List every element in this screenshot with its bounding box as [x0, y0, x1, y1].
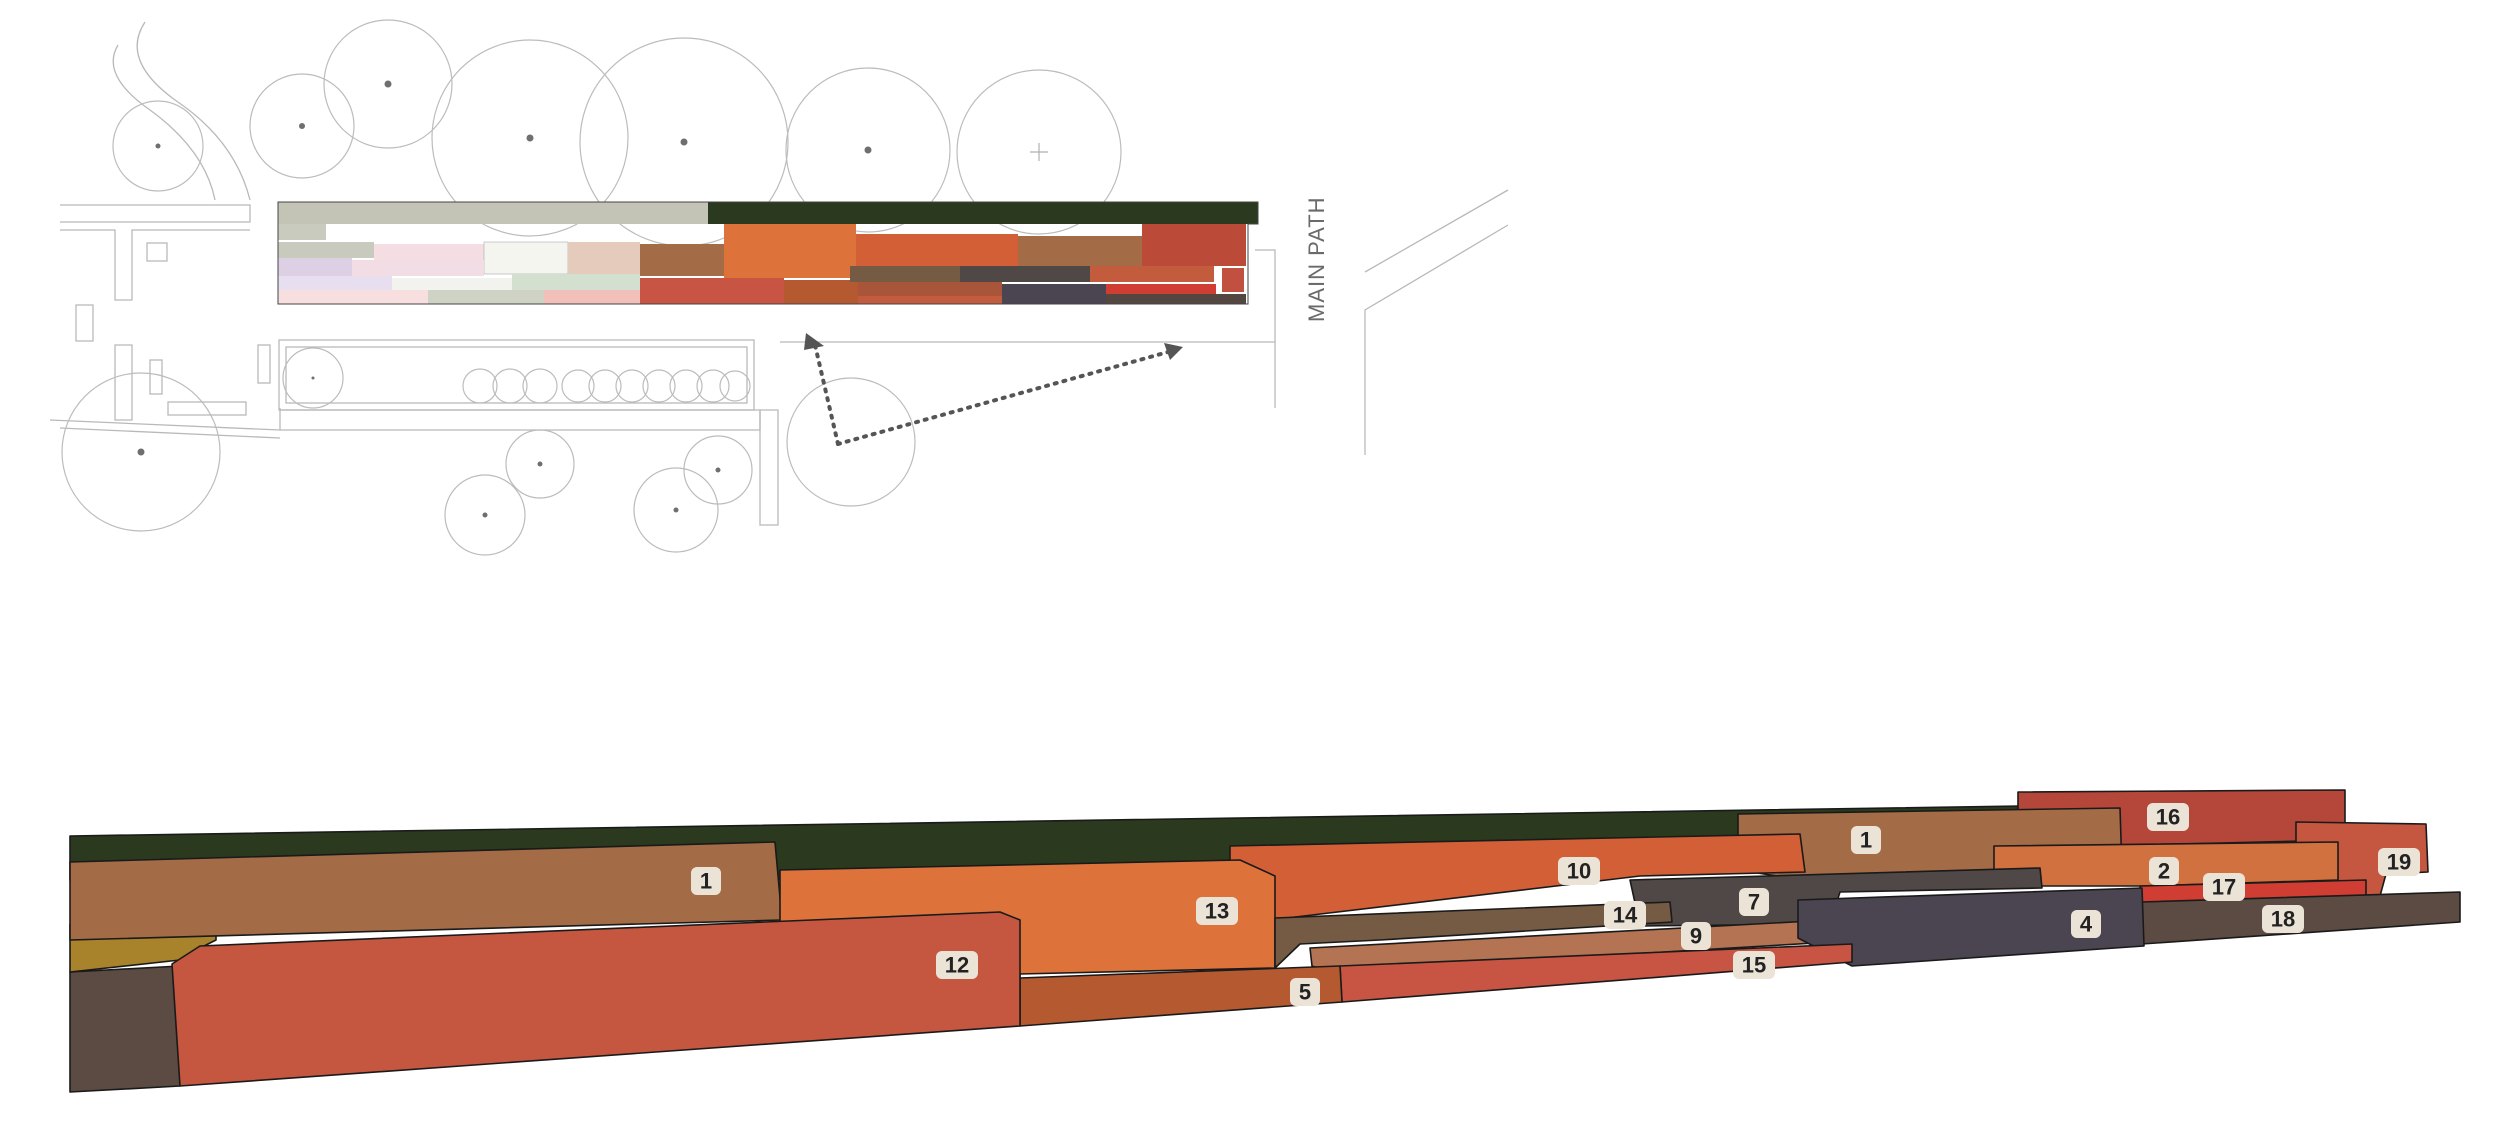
svg-text:19: 19: [2387, 850, 2411, 875]
path-edge: [59, 427, 281, 439]
walkway-edge: [280, 409, 761, 431]
planter-bed-inner: [285, 346, 748, 404]
tree-canopies: [61, 19, 1122, 556]
svg-text:14: 14: [1613, 903, 1638, 928]
svg-text:10: 10: [1567, 859, 1591, 884]
svg-text:9: 9: [1690, 924, 1702, 949]
main-path-edge: [1364, 189, 1509, 273]
tag-18: 18: [2262, 905, 2304, 933]
svg-text:15: 15: [1742, 953, 1766, 978]
hedge-row: [462, 368, 751, 404]
tag-16: 16: [2147, 803, 2189, 831]
base-dark-left: [69, 965, 181, 1093]
wall-outline: [60, 204, 251, 223]
tag-5: 5: [1290, 978, 1320, 1006]
tag-1-left: 1: [691, 867, 721, 895]
svg-text:7: 7: [1748, 890, 1760, 915]
site-plan: MAIN PATH: [49, 19, 1509, 556]
walkway-edge: [759, 409, 779, 526]
curved-path-edge: [112, 44, 216, 201]
tag-9: 9: [1681, 922, 1711, 950]
tag-12: 12: [936, 951, 978, 979]
plan-planting-bed: [277, 201, 1259, 305]
walkway-edge: [1255, 249, 1276, 342]
wall-outline: [146, 242, 168, 262]
wall-outline: [114, 344, 133, 421]
tag-14: 14: [1604, 901, 1646, 929]
tag-4: 4: [2071, 910, 2101, 938]
svg-text:17: 17: [2212, 875, 2236, 900]
tag-7: 7: [1739, 888, 1769, 916]
tag-13: 13: [1196, 897, 1238, 925]
svg-text:16: 16: [2156, 805, 2180, 830]
main-path-edge: [1364, 224, 1509, 455]
number-tags: 1 1 2 4 5 7 9 10 12 13 14 15 16 17 18 19: [691, 803, 2420, 1006]
svg-text:1: 1: [700, 869, 712, 894]
bench-outline: [167, 401, 247, 416]
wall-outline: [75, 304, 94, 342]
wall-outline: [257, 344, 271, 384]
wall-outline: [60, 229, 250, 301]
elevation-view: 1 1 2 4 5 7 9 10 12 13 14 15 16 17 18 19: [69, 789, 2461, 1093]
curved-path-edge: [136, 21, 251, 201]
tag-10: 10: [1558, 857, 1600, 885]
tag-17: 17: [2203, 873, 2245, 901]
svg-text:13: 13: [1205, 899, 1229, 924]
tag-1-right: 1: [1851, 826, 1881, 854]
tag-19: 19: [2378, 848, 2420, 876]
svg-text:2: 2: [2158, 859, 2170, 884]
block-4: [1797, 887, 2145, 967]
svg-text:18: 18: [2271, 907, 2295, 932]
block-12: [171, 911, 1021, 1087]
walkway-edge: [780, 341, 1276, 408]
svg-text:4: 4: [2080, 912, 2093, 937]
svg-text:5: 5: [1299, 980, 1311, 1005]
tag-2: 2: [2149, 857, 2179, 885]
planter-bed: [278, 339, 755, 411]
wall-outline: [149, 359, 163, 395]
svg-text:1: 1: [1860, 828, 1872, 853]
main-path-label: MAIN PATH: [1304, 196, 1329, 322]
tag-15: 15: [1733, 951, 1775, 979]
view-direction-arrow: [804, 333, 1183, 446]
svg-text:12: 12: [945, 953, 969, 978]
